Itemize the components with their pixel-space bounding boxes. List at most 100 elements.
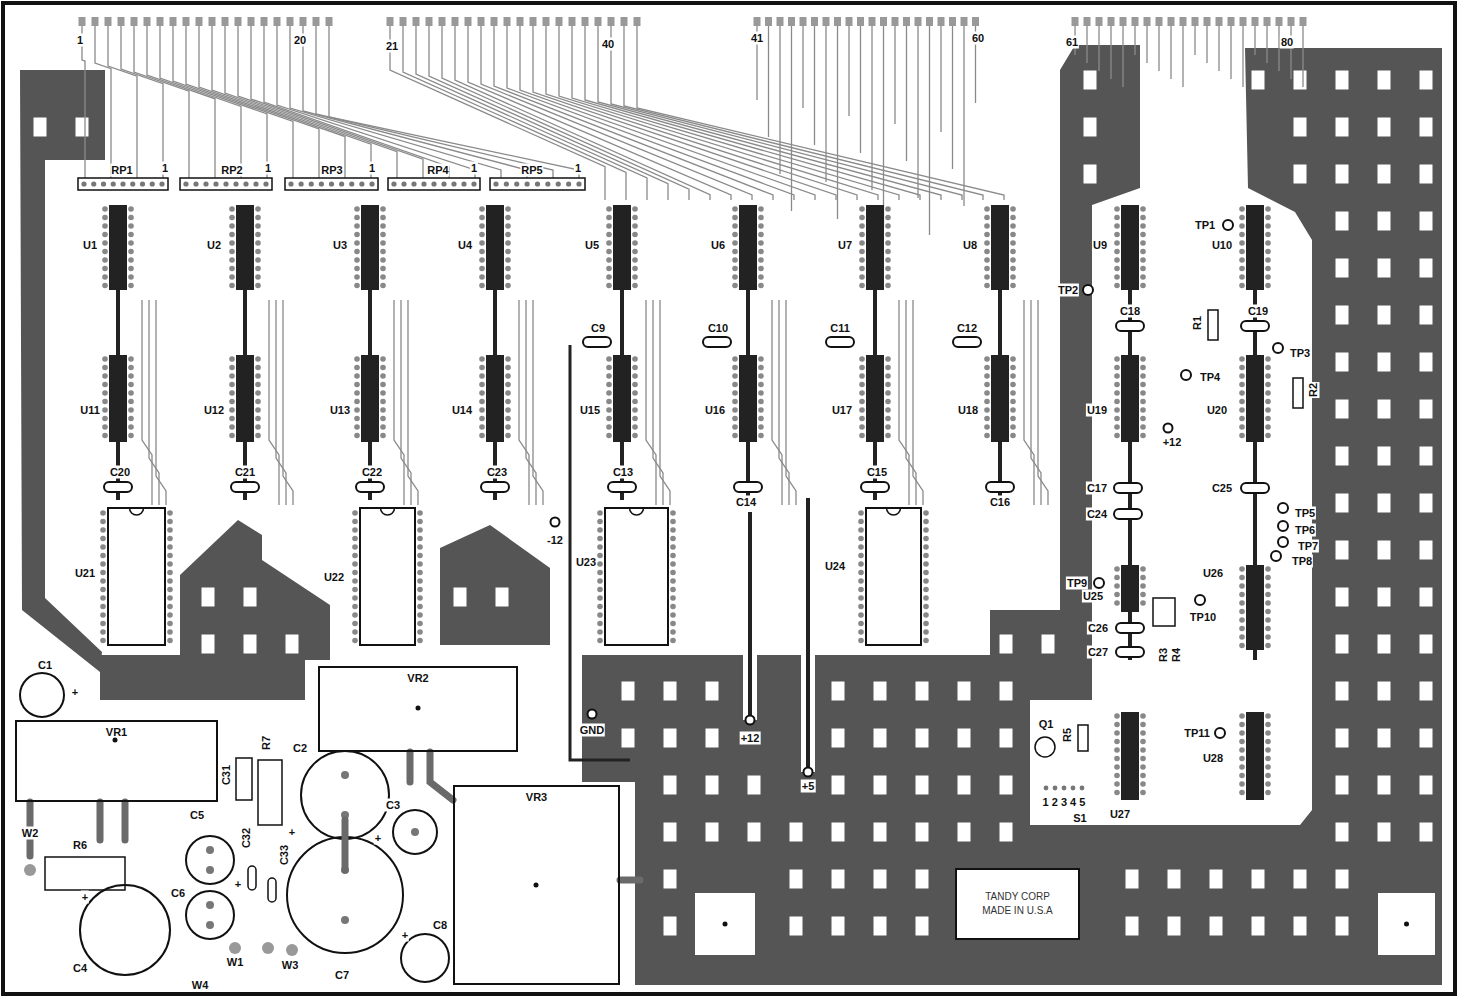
pour-hole bbox=[1336, 118, 1349, 137]
edge-pad bbox=[1240, 17, 1247, 26]
pour-hole bbox=[1336, 165, 1349, 184]
pin-pad bbox=[1140, 773, 1146, 779]
pcb-trace bbox=[121, 26, 163, 178]
edge-pad bbox=[235, 17, 242, 26]
pin-pad bbox=[732, 249, 738, 255]
pin-pad bbox=[229, 283, 235, 289]
pin-pad bbox=[255, 232, 261, 238]
edge-pad bbox=[621, 17, 628, 26]
pin-pad bbox=[380, 249, 386, 255]
pin-pad bbox=[505, 249, 511, 255]
pin-pad bbox=[167, 621, 173, 627]
edge-pad bbox=[926, 17, 933, 26]
pcb-trace bbox=[883, 26, 884, 227]
pin-pad bbox=[670, 561, 676, 567]
pin-pad bbox=[859, 382, 865, 388]
pin-pad bbox=[514, 181, 519, 186]
pin-pad bbox=[1265, 274, 1271, 280]
pin-pad bbox=[1140, 790, 1146, 796]
capacitor-label: C8 bbox=[432, 919, 448, 932]
ic-body bbox=[1121, 205, 1139, 290]
pin-pad bbox=[1265, 600, 1271, 606]
pin-pad bbox=[159, 181, 164, 186]
pin-pad bbox=[1265, 713, 1271, 719]
pin-pad bbox=[229, 399, 235, 405]
pour-hole bbox=[1210, 917, 1223, 936]
ic-label: U5 bbox=[584, 239, 600, 252]
pin-pad bbox=[1140, 566, 1146, 572]
pin-pad bbox=[858, 629, 864, 635]
pin-pad bbox=[352, 527, 358, 533]
pin-pad bbox=[1140, 382, 1146, 388]
pour-hole bbox=[1378, 400, 1391, 419]
pin-pad bbox=[859, 283, 865, 289]
pin-pad bbox=[1239, 747, 1245, 753]
pin-pad bbox=[128, 215, 134, 221]
pin-pad bbox=[354, 240, 360, 246]
pour-hole bbox=[1378, 494, 1391, 513]
pin-pad bbox=[380, 240, 386, 246]
pin-pad bbox=[758, 416, 764, 422]
pin-pad bbox=[984, 206, 990, 212]
pour-hole bbox=[1294, 118, 1307, 137]
pin-pad bbox=[597, 561, 603, 567]
edge-pad bbox=[144, 17, 151, 26]
test-point bbox=[1083, 285, 1093, 295]
pin-pad bbox=[758, 433, 764, 439]
ic-notch bbox=[887, 508, 901, 515]
pin-pad bbox=[606, 266, 612, 272]
pin-pad bbox=[1140, 747, 1146, 753]
pin-pad bbox=[1114, 382, 1120, 388]
pin-pad bbox=[576, 181, 581, 186]
pin-pad bbox=[341, 916, 349, 924]
pin-pad bbox=[1265, 240, 1271, 246]
pin-pad bbox=[505, 424, 511, 430]
pin-pad bbox=[354, 266, 360, 272]
pin-pad bbox=[309, 181, 314, 186]
pin-pad bbox=[1239, 764, 1245, 770]
pin-pad bbox=[479, 416, 485, 422]
pin-pad bbox=[102, 215, 108, 221]
pcb-trace bbox=[611, 26, 962, 200]
test-point-label: TP8 bbox=[1291, 555, 1313, 568]
pour-hole bbox=[1378, 776, 1391, 795]
pcb-trace bbox=[802, 26, 803, 108]
edge-pad bbox=[1108, 17, 1115, 26]
pin-pad bbox=[1265, 356, 1271, 362]
resistor-pack-label: RP1 bbox=[110, 164, 133, 177]
pin-pad bbox=[1114, 266, 1120, 272]
pin-pad bbox=[417, 604, 423, 610]
edge-pad bbox=[915, 17, 922, 26]
silkscreen-label: -12 bbox=[546, 534, 564, 547]
pin-pad bbox=[1114, 356, 1120, 362]
pin-pad bbox=[417, 561, 423, 567]
pcb-trace bbox=[408, 300, 418, 505]
pin-pad bbox=[354, 283, 360, 289]
pcb-trace bbox=[598, 26, 941, 200]
pin-pad bbox=[505, 283, 511, 289]
pour-hole bbox=[874, 729, 887, 748]
pin-pad bbox=[505, 223, 511, 229]
pin-pad bbox=[1140, 433, 1146, 439]
edge-pad bbox=[274, 17, 281, 26]
pin-pad bbox=[632, 365, 638, 371]
pin-pad bbox=[128, 390, 134, 396]
pour-hole bbox=[1420, 259, 1433, 278]
part-label: VR1 bbox=[106, 725, 127, 739]
pin-pad bbox=[451, 181, 456, 186]
pin-pad bbox=[670, 604, 676, 610]
pour-hole bbox=[664, 682, 677, 701]
pin-pad bbox=[341, 771, 349, 779]
pin-pad bbox=[632, 249, 638, 255]
edge-pad bbox=[491, 17, 498, 26]
pin-pad bbox=[1114, 240, 1120, 246]
ic-body bbox=[236, 205, 254, 290]
pin-pad bbox=[352, 544, 358, 550]
pin-pad bbox=[417, 595, 423, 601]
resistor-symbol bbox=[45, 857, 125, 890]
ic-body bbox=[605, 508, 668, 645]
edge-pad bbox=[387, 17, 394, 26]
pin-pad bbox=[758, 274, 764, 280]
pin-pad bbox=[1140, 283, 1146, 289]
pcb-trace bbox=[814, 26, 815, 145]
